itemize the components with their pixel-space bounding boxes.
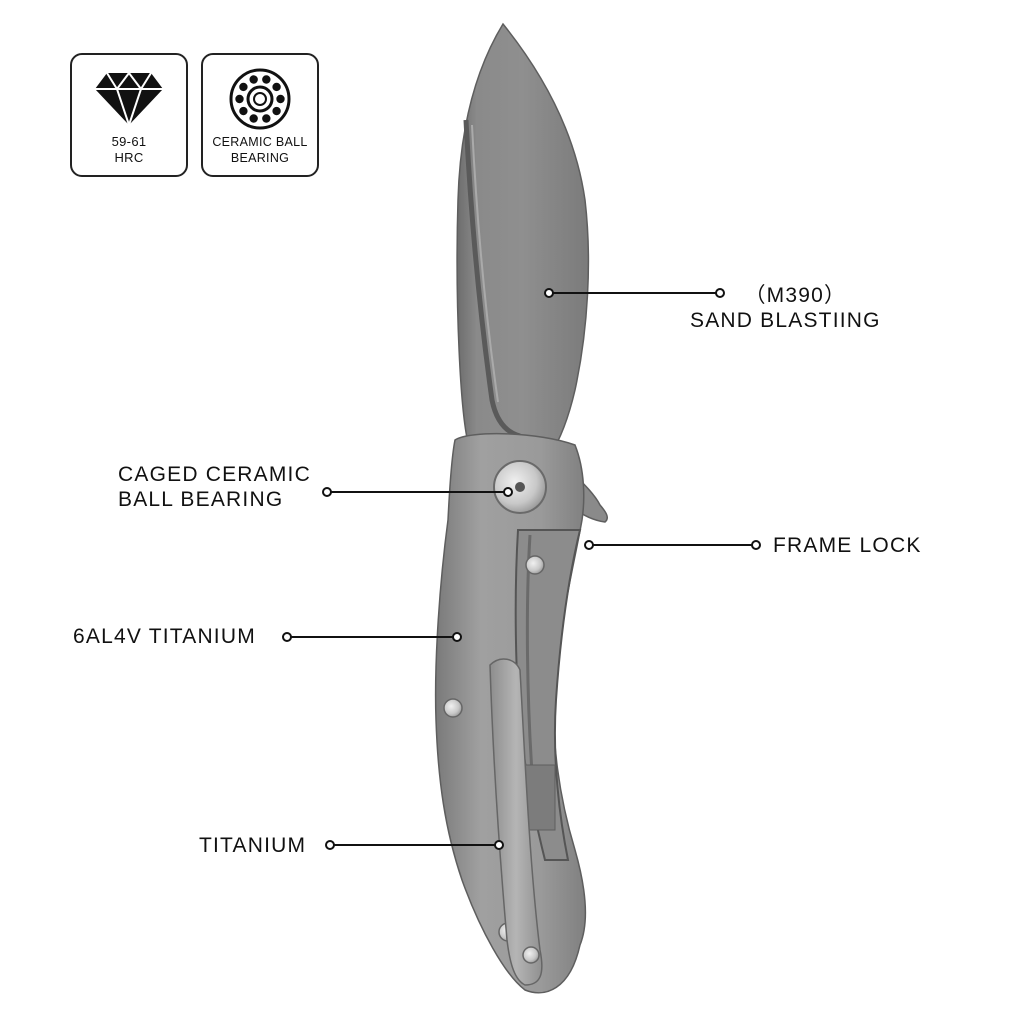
- callout-handle: 6AL4V TITANIUM: [73, 624, 256, 649]
- pocket-clip: [489, 658, 543, 986]
- badge-line-1: CERAMIC BALL: [212, 135, 308, 149]
- ball-bearing-icon: [229, 68, 291, 130]
- callout-frame-lock: FRAME LOCK: [773, 533, 922, 558]
- hardness-badge: 59-61 HRC: [70, 53, 188, 177]
- badge-line-2: BEARING: [230, 151, 290, 165]
- callout-line-1: TITANIUM: [199, 834, 307, 857]
- leader-line-clip: [325, 840, 504, 850]
- bearing-ball: [276, 94, 285, 104]
- callout-blade-steel: （M390） SAND BLASTIING: [690, 283, 881, 333]
- callout-clip: TITANIUM: [199, 833, 306, 858]
- badge-line-1: 59-61: [111, 134, 147, 149]
- leader-line-frame-lock: [584, 540, 761, 550]
- screw: [443, 698, 463, 718]
- blade-grind-line: [463, 119, 521, 439]
- diamond-icon: [95, 71, 163, 127]
- leader-line-bearing: [322, 487, 513, 497]
- bearing-ball: [272, 82, 281, 92]
- bearing-ball: [249, 114, 258, 123]
- bearing-ball: [262, 75, 271, 84]
- bearing-ball: [272, 106, 281, 116]
- blade: [456, 22, 590, 456]
- screw: [522, 946, 540, 964]
- callout-line-1: 6AL4V TITANIUM: [73, 625, 256, 648]
- badge-line-2: HRC: [114, 150, 144, 165]
- callout-bearing: CAGED CERAMIC BALL BEARING: [118, 462, 311, 512]
- callout-line-1: FRAME LOCK: [773, 534, 922, 557]
- bearing-ball: [239, 106, 248, 116]
- callout-line-1: CAGED CERAMIC: [118, 463, 311, 486]
- leader-line-blade: [544, 288, 725, 298]
- leader-line-handle: [282, 632, 462, 642]
- bearing-ball: [235, 94, 244, 104]
- bearing-ball: [262, 114, 271, 123]
- callout-line-2: BALL BEARING: [118, 488, 284, 511]
- bearing-ball: [239, 82, 248, 92]
- screw: [525, 555, 545, 575]
- callout-line-1: （M390）: [744, 284, 847, 307]
- bearing-badge: CERAMIC BALL BEARING: [201, 53, 319, 177]
- bearing-ball: [249, 75, 258, 84]
- callout-line-2: SAND BLASTIING: [690, 309, 881, 332]
